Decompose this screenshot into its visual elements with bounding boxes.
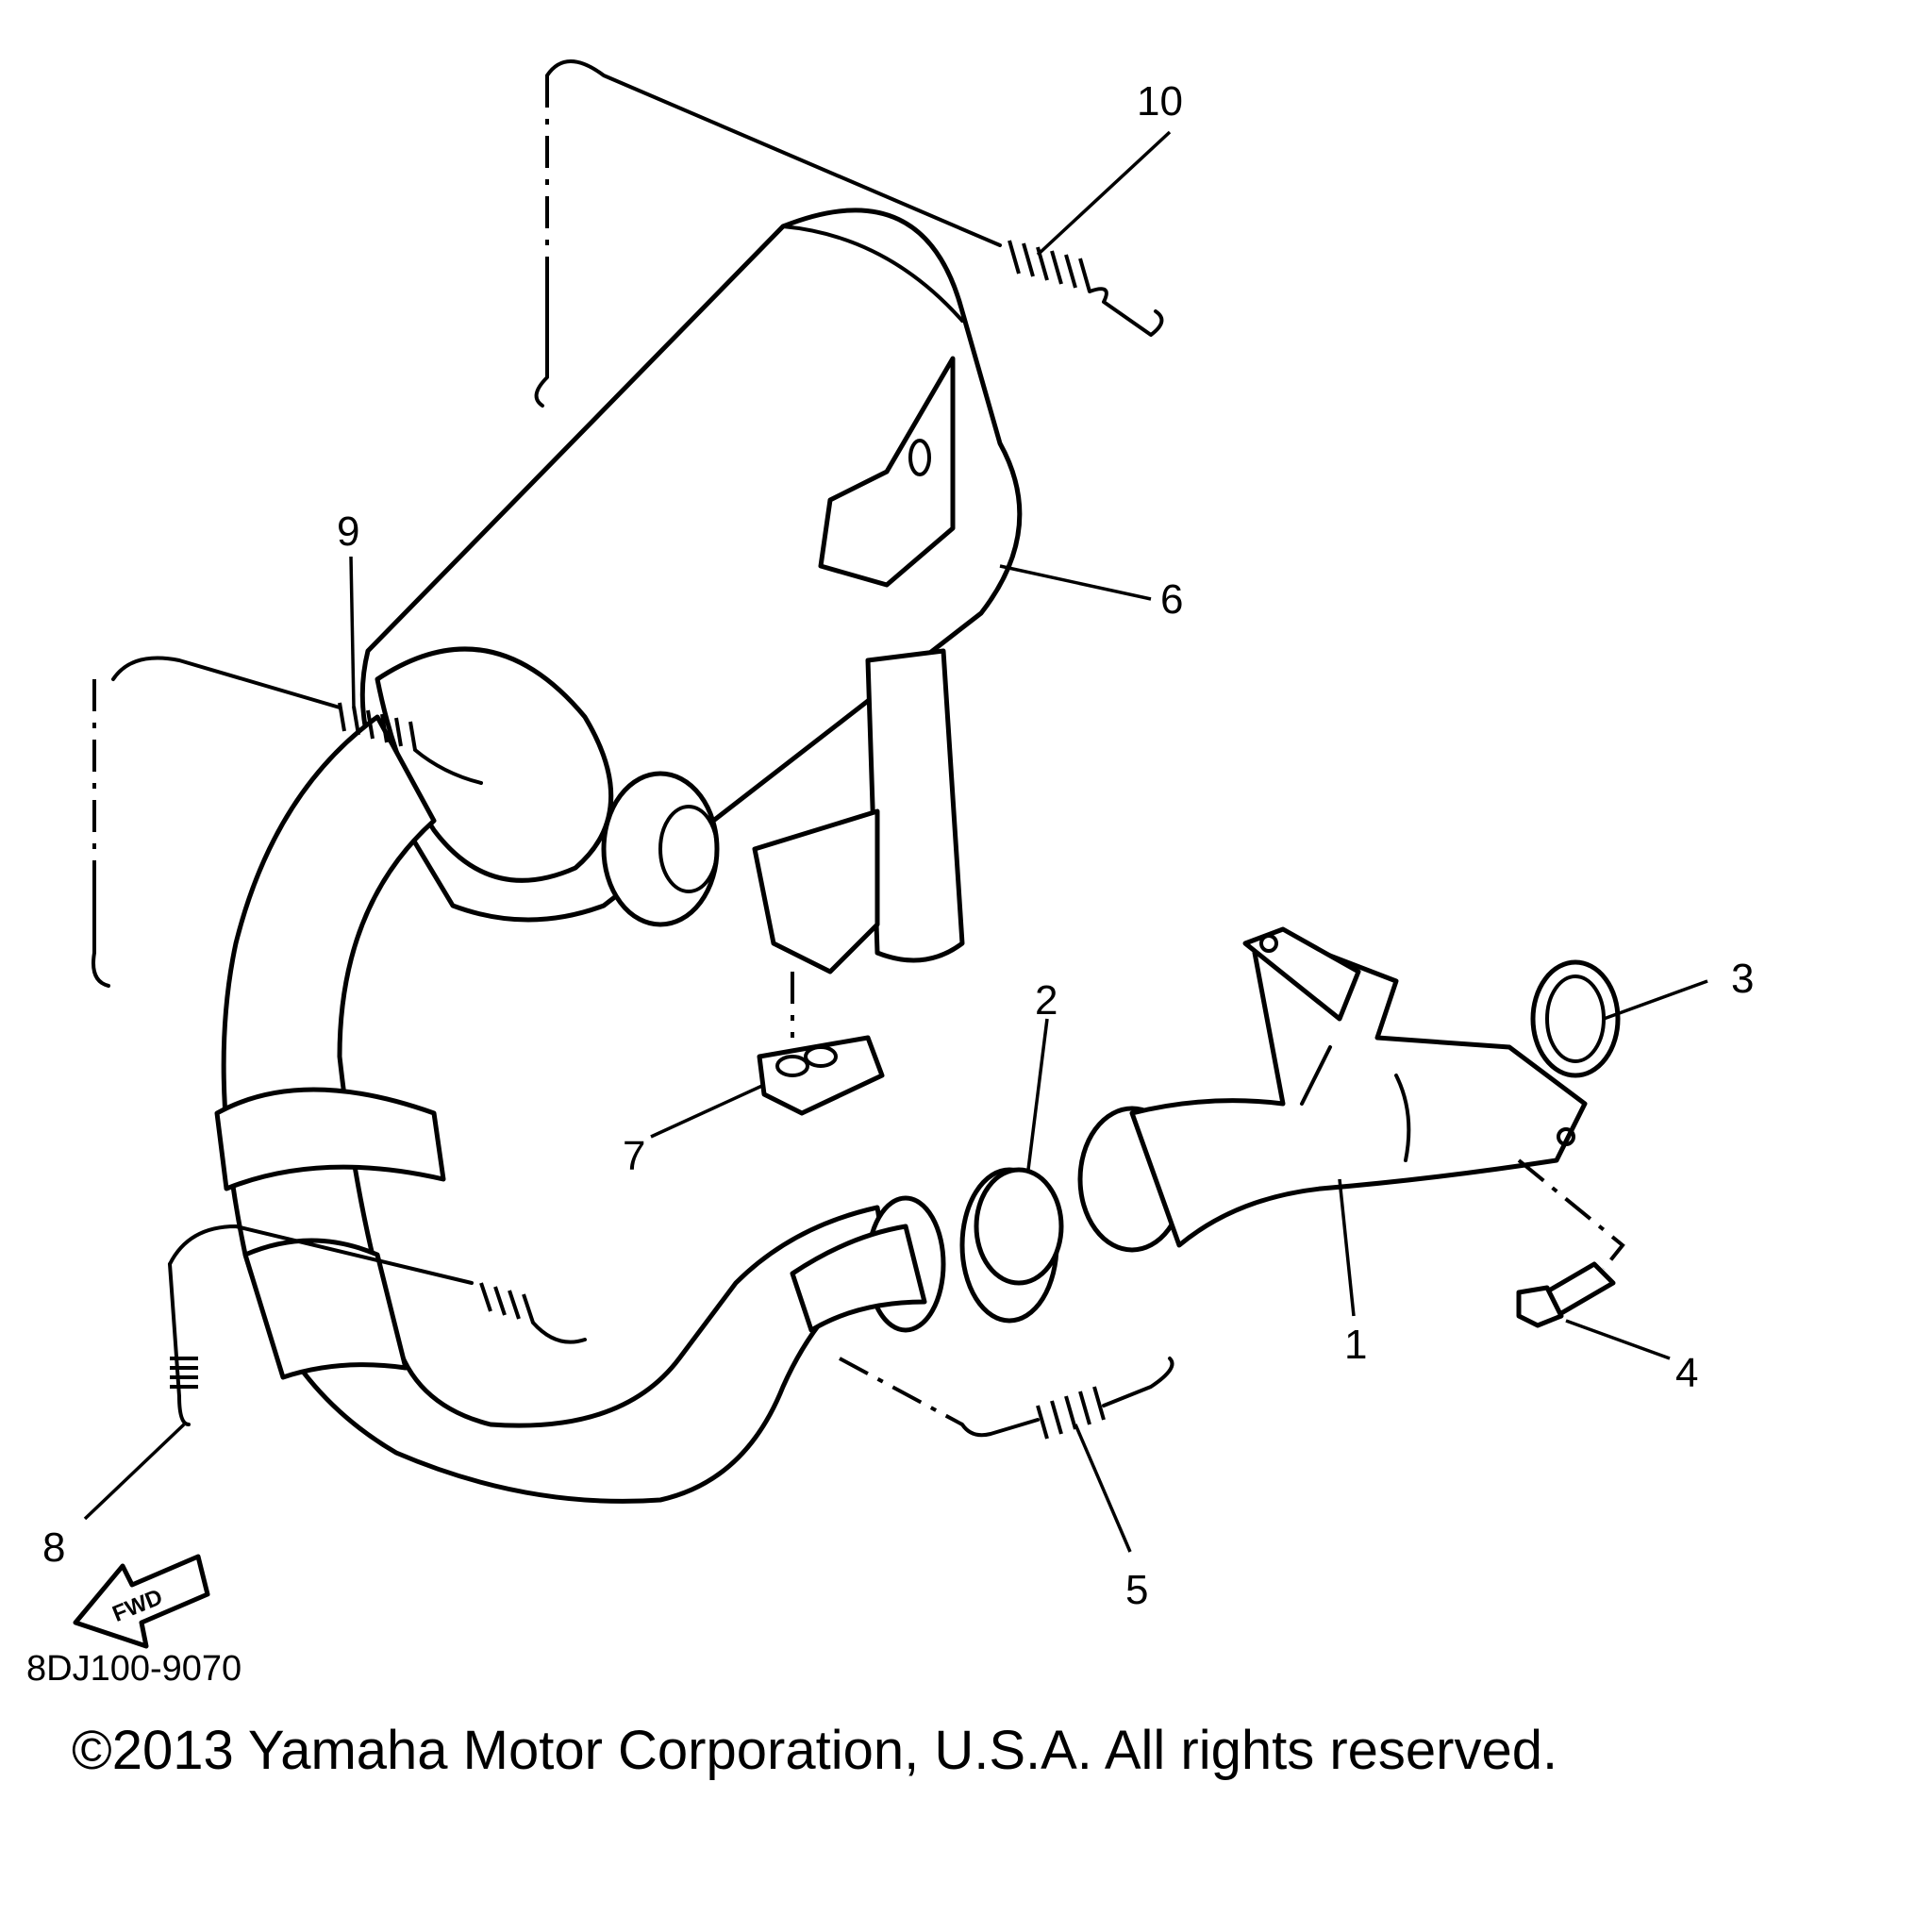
leader-lines bbox=[83, 130, 1708, 1553]
bolt bbox=[1516, 1158, 1625, 1328]
callout-6: 6 bbox=[1160, 576, 1183, 623]
spring-8 bbox=[168, 1224, 587, 1426]
muffler-joint bbox=[375, 646, 720, 927]
diagram-code: 8DJ100-9070 bbox=[26, 1649, 242, 1689]
damper bbox=[757, 972, 885, 1116]
spring-5 bbox=[839, 1357, 1174, 1440]
callout-2: 2 bbox=[1035, 977, 1058, 1024]
forward-arrow-icon: FWD bbox=[73, 1554, 210, 1649]
callout-3: 3 bbox=[1731, 956, 1754, 1002]
callout-10: 10 bbox=[1137, 78, 1183, 125]
exhaust-manifold bbox=[1077, 926, 1588, 1253]
callouts: 1 2 3 4 5 6 7 8 9 10 bbox=[42, 78, 1754, 1613]
callout-8: 8 bbox=[42, 1524, 65, 1571]
exhaust-pipe bbox=[214, 714, 946, 1504]
callout-1: 1 bbox=[1344, 1322, 1367, 1368]
spring-9 bbox=[92, 656, 483, 988]
callout-4: 4 bbox=[1675, 1350, 1698, 1396]
spring-10 bbox=[534, 59, 1164, 408]
callout-9: 9 bbox=[337, 508, 359, 555]
copyright-notice: ©2013 Yamaha Motor Corporation, U.S.A. A… bbox=[72, 1720, 1558, 1781]
callout-7: 7 bbox=[623, 1133, 645, 1179]
gasket-2 bbox=[959, 1167, 1064, 1324]
callout-5: 5 bbox=[1125, 1567, 1148, 1613]
